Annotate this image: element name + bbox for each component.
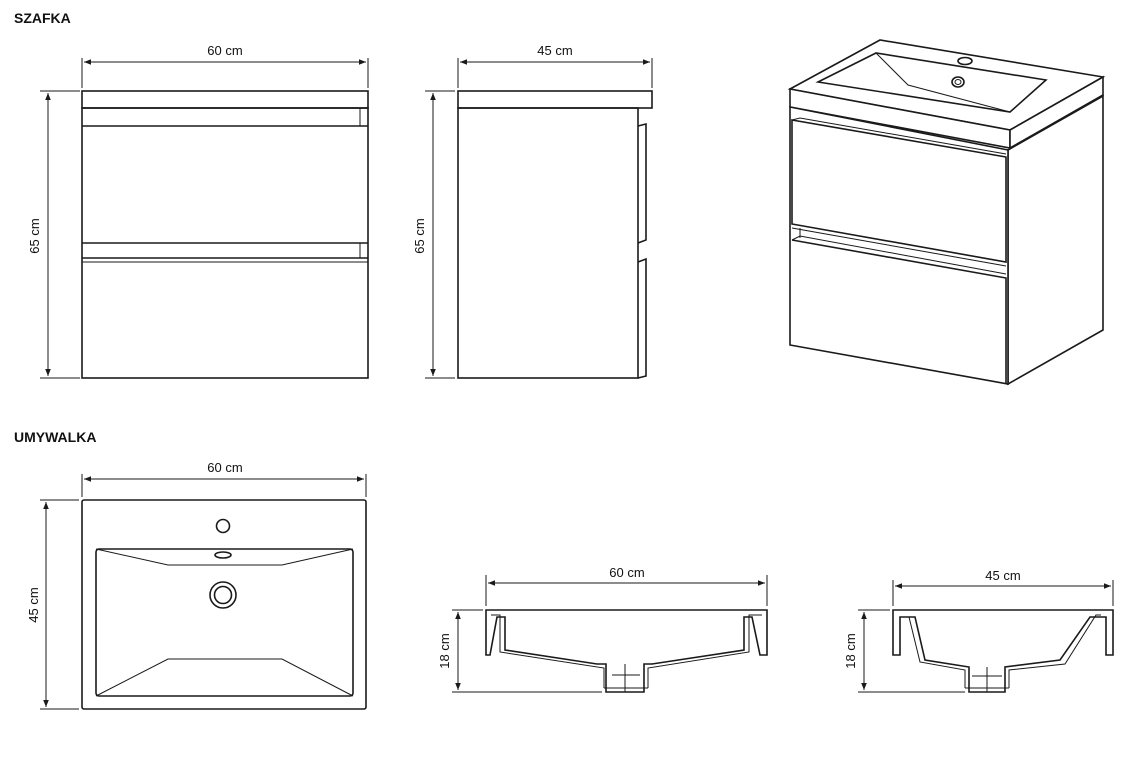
cabinet-perspective-view xyxy=(787,39,1106,386)
cabinet-front-width-label: 60 cm xyxy=(207,43,242,58)
drain-icon xyxy=(209,581,237,609)
basin-side-depth-dimension xyxy=(892,580,1114,606)
basin-top-width-dimension xyxy=(81,474,367,497)
cabinet-front-view xyxy=(81,90,369,379)
cabinet-front-width-dimension xyxy=(81,58,369,88)
basin-side-depth-label: 45 cm xyxy=(985,568,1020,583)
cabinet-side-height-dimension xyxy=(425,90,455,379)
cabinet-front-height-label: 65 cm xyxy=(27,218,42,253)
basin-side-section xyxy=(892,609,1114,693)
basin-front-width-label: 60 cm xyxy=(609,565,644,580)
basin-section-title: UMYWALKA xyxy=(14,429,96,445)
basin-top-width-label: 60 cm xyxy=(207,460,242,475)
cabinet-section-title: SZAFKA xyxy=(14,10,71,26)
cabinet-side-height-label: 65 cm xyxy=(412,218,427,253)
basin-front-width-dimension xyxy=(485,575,768,606)
basin-side-height-dimension xyxy=(858,609,965,693)
basin-top-view xyxy=(81,499,367,710)
overflow-icon xyxy=(214,551,232,559)
tap-hole-icon xyxy=(215,518,231,534)
basin-top-depth-dimension xyxy=(40,499,79,710)
basin-front-height-label: 18 cm xyxy=(437,633,452,668)
cabinet-front-height-dimension xyxy=(40,90,80,379)
basin-front-height-dimension xyxy=(452,609,602,693)
basin-top-depth-label: 45 cm xyxy=(26,587,41,622)
cabinet-side-view xyxy=(457,90,653,379)
basin-side-height-label: 18 cm xyxy=(843,633,858,668)
basin-front-section xyxy=(485,609,768,693)
cabinet-side-depth-dimension xyxy=(457,58,653,88)
cabinet-side-depth-label: 45 cm xyxy=(537,43,572,58)
